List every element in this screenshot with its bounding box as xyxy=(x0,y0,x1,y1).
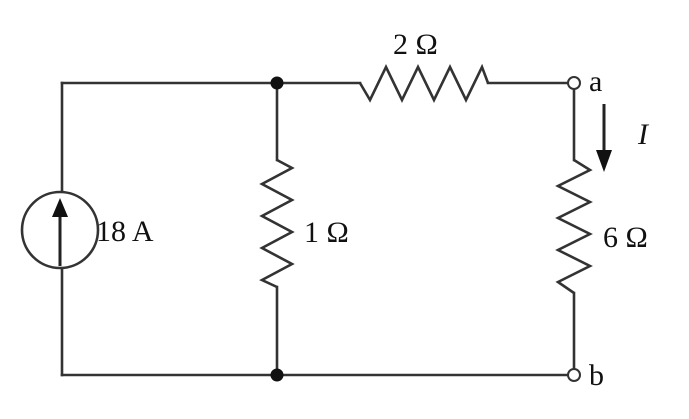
current-source-arrow-head xyxy=(52,198,68,217)
resistor-2ohm xyxy=(358,63,490,103)
label-terminal-a: a xyxy=(589,65,602,98)
label-source: 18 A xyxy=(96,215,154,248)
resistor-6ohm xyxy=(555,158,593,295)
label-resistor-6ohm: 6 Ω xyxy=(603,221,648,254)
current-arrow xyxy=(596,104,612,172)
junction-node-bottom xyxy=(270,368,284,382)
current-source xyxy=(20,190,100,270)
junction-node-top xyxy=(270,76,284,90)
label-resistor-1ohm: 1 Ω xyxy=(304,216,349,249)
label-resistor-2ohm: 2 Ω xyxy=(393,28,438,61)
wires xyxy=(60,81,576,377)
current-arrow-head xyxy=(596,150,612,172)
resistor-1ohm xyxy=(259,158,295,289)
label-current: I xyxy=(637,118,650,151)
label-terminal-b: b xyxy=(589,359,604,392)
terminal-a xyxy=(567,76,581,90)
terminal-b xyxy=(567,368,581,382)
